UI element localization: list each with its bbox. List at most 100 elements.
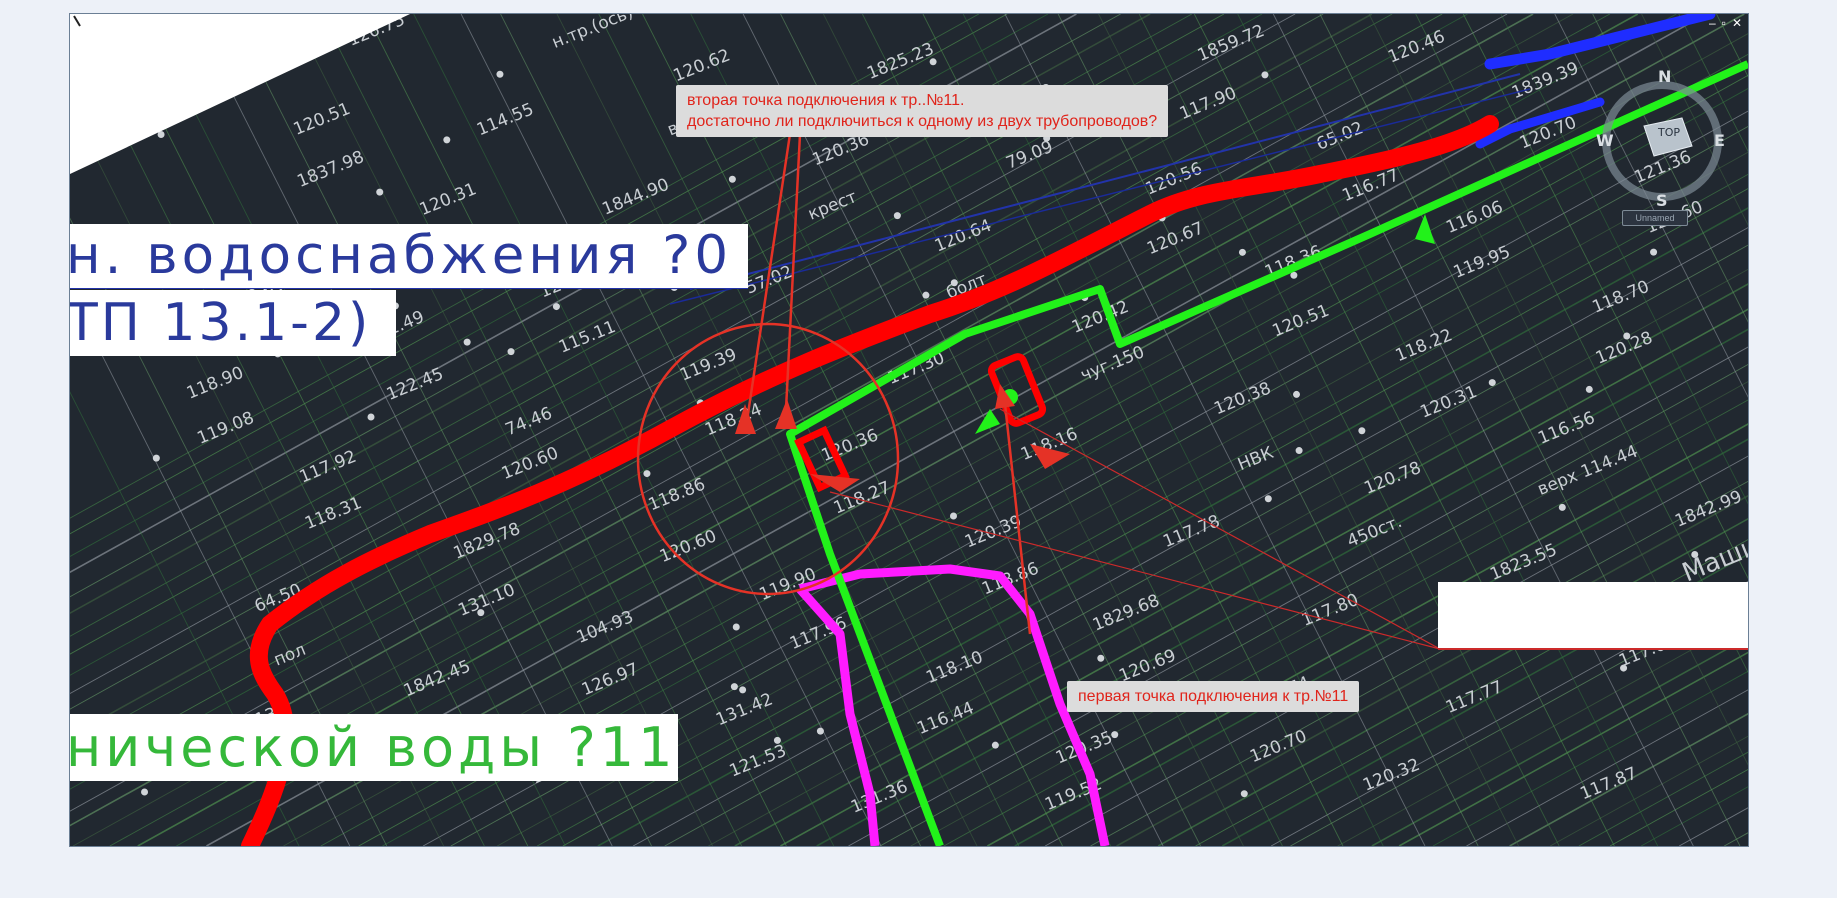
survey-point bbox=[507, 348, 515, 356]
survey-point bbox=[477, 609, 485, 617]
survey-point bbox=[1295, 447, 1303, 455]
drawing-label: НВК bbox=[1235, 443, 1276, 475]
restore-icon[interactable]: ▫ bbox=[1721, 16, 1726, 30]
blue-pipeline bbox=[1475, 97, 1605, 149]
drawing-line bbox=[1272, 14, 1694, 846]
drawing-line bbox=[922, 14, 1344, 846]
drawing-line bbox=[70, 14, 1443, 776]
drawing-line bbox=[1466, 689, 1748, 846]
drawing-label: 119.39 bbox=[677, 345, 740, 386]
drawing-label: чуг.150 bbox=[1078, 342, 1148, 386]
drawing-line bbox=[1221, 553, 1748, 846]
drawing-line bbox=[1195, 539, 1748, 846]
drawing-line bbox=[191, 14, 613, 846]
white-corner-panel bbox=[70, 14, 410, 174]
drawing-line bbox=[1462, 14, 1748, 579]
survey-point bbox=[157, 131, 165, 139]
drawing-label: 118.31 bbox=[302, 493, 365, 534]
drawing-line bbox=[382, 88, 1748, 846]
survey-point bbox=[739, 686, 747, 694]
drawing-label: 1842.45 bbox=[401, 656, 474, 701]
viewcube-top-label[interactable]: TOP bbox=[1657, 126, 1680, 139]
drawing-line bbox=[1371, 636, 1748, 846]
wcs-menu[interactable]: Unnamed bbox=[1622, 210, 1688, 226]
cad-viewport[interactable]: 119.10120.51120.31120.57119.39120.36120.… bbox=[69, 13, 1749, 847]
drawing-label: 117.90 bbox=[1177, 83, 1240, 124]
callout-second-line1: вторая точка подключения к тр..№11. bbox=[687, 92, 965, 109]
viewcube-navigator[interactable]: TOP N S W E bbox=[1592, 56, 1742, 246]
survey-point bbox=[950, 512, 958, 520]
survey-point bbox=[463, 338, 471, 346]
drawing-label: 1859.72 bbox=[1195, 21, 1268, 66]
drawing-line bbox=[321, 14, 743, 846]
compass-east[interactable]: E bbox=[1714, 131, 1725, 150]
drawing-line bbox=[365, 14, 787, 846]
drawing-line bbox=[536, 173, 1748, 846]
minimize-icon[interactable]: – bbox=[1708, 16, 1716, 30]
drawing-line bbox=[1415, 14, 1748, 674]
survey-point bbox=[1650, 248, 1658, 256]
survey-point bbox=[1264, 495, 1272, 503]
drawing-line bbox=[70, 14, 1077, 574]
drawing-line bbox=[70, 14, 1121, 598]
drawing-label: пол bbox=[271, 640, 309, 671]
survey-point bbox=[1261, 71, 1269, 79]
survey-point bbox=[893, 212, 901, 220]
drawing-label: 117.87 bbox=[1577, 763, 1640, 804]
drawing-label: 116.44 bbox=[914, 698, 977, 739]
drawing-line bbox=[1057, 14, 1479, 846]
drawing-line bbox=[70, 14, 1324, 710]
drawing-label: 122.45 bbox=[384, 364, 447, 405]
survey-point bbox=[643, 470, 651, 478]
survey-point bbox=[152, 454, 160, 462]
survey-point bbox=[1111, 731, 1119, 739]
drawing-label: 131.10 bbox=[455, 580, 518, 621]
water-supply-banner: н. водоснабжения ?0 bbox=[70, 224, 748, 289]
drawing-label: 118.10 bbox=[923, 647, 986, 688]
viewport-window-controls: – ▫ ✕ bbox=[1709, 16, 1742, 30]
survey-point bbox=[929, 58, 937, 66]
callout-first-text: первая точка подключения к тр.№11 bbox=[1078, 688, 1349, 705]
drawing-line bbox=[1270, 580, 1748, 846]
close-icon[interactable]: ✕ bbox=[1731, 16, 1742, 30]
pipelines bbox=[241, 14, 1748, 846]
compass-west[interactable]: W bbox=[1596, 131, 1614, 150]
drawing-line bbox=[1554, 14, 1748, 398]
drawing-line bbox=[243, 14, 1745, 846]
connection-point-1 bbox=[987, 353, 1047, 427]
drawing-line bbox=[562, 188, 1748, 846]
drawing-line bbox=[70, 217, 388, 846]
survey-point bbox=[950, 279, 958, 287]
drawing-line bbox=[598, 14, 1020, 846]
drawing-line bbox=[70, 14, 1508, 812]
survey-point bbox=[443, 136, 451, 144]
drawing-line bbox=[1641, 14, 1748, 226]
survey-point bbox=[376, 188, 384, 196]
drawing-line bbox=[1500, 14, 1748, 505]
survey-point bbox=[732, 623, 740, 631]
drawing-line bbox=[1432, 670, 1748, 846]
drawing-line bbox=[144, 14, 566, 846]
drawing-label: 104.93 bbox=[574, 607, 637, 648]
drawing-label: 118.22 bbox=[1393, 325, 1456, 366]
survey-point bbox=[1558, 503, 1566, 511]
callout-first-connection: первая точка подключения к тр.№11 bbox=[1067, 681, 1360, 712]
drawing-line bbox=[70, 14, 1296, 695]
drawing-label: 1844.90 bbox=[599, 175, 672, 220]
survey-point bbox=[730, 683, 738, 691]
drawing-line bbox=[1116, 494, 1748, 846]
compass-north[interactable]: N bbox=[1658, 67, 1671, 86]
survey-point bbox=[496, 70, 504, 78]
survey-point bbox=[816, 727, 824, 735]
survey-point bbox=[1691, 550, 1699, 558]
survey-point bbox=[552, 303, 560, 311]
compass-south[interactable]: S bbox=[1656, 191, 1668, 210]
wcs-menu-label[interactable]: Unnamed bbox=[1635, 213, 1675, 223]
drawing-line bbox=[1098, 14, 1519, 846]
drawing-label: 120.39 bbox=[962, 512, 1025, 553]
survey-point bbox=[773, 736, 781, 744]
technical-water-banner: нической воды ?11 bbox=[70, 714, 678, 781]
drawing-line bbox=[1398, 651, 1748, 846]
drawing-label: 450ст. bbox=[1344, 512, 1404, 552]
survey-point bbox=[991, 741, 999, 749]
